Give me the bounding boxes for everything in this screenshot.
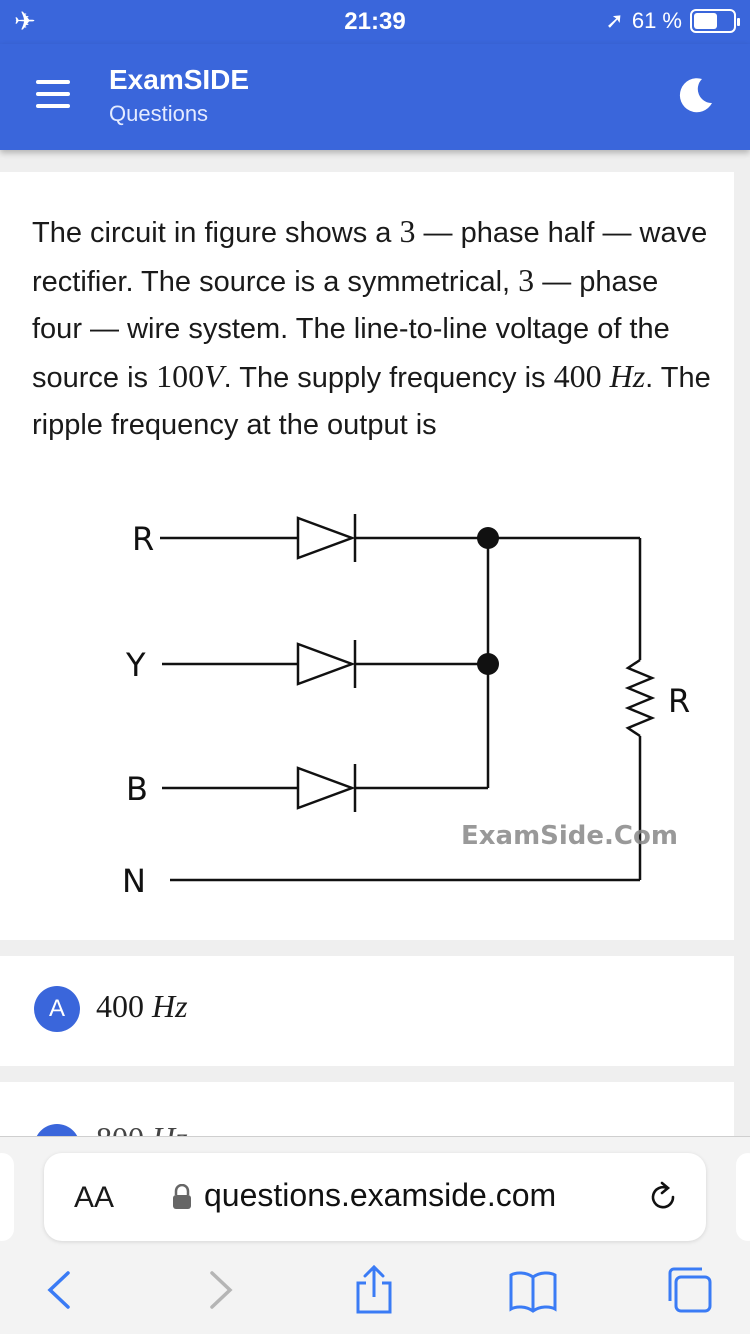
location-icon: ➚ <box>605 8 624 33</box>
battery-icon <box>690 9 740 33</box>
dark-mode-moon-icon[interactable] <box>676 75 716 115</box>
option-text: 400 Hz <box>96 988 188 1024</box>
tabs-icon[interactable] <box>664 1265 714 1315</box>
browser-toolbar: AA questions.examside.com <box>0 1136 750 1334</box>
reader-aa-button[interactable]: AA <box>74 1181 115 1214</box>
brand-title[interactable]: ExamSIDE <box>109 64 250 95</box>
address-bar[interactable]: AA questions.examside.com <box>44 1153 706 1241</box>
label-n: N <box>122 862 146 900</box>
option-a[interactable]: A 400 Hz <box>0 956 734 1066</box>
junction-dot <box>477 527 499 549</box>
lock-icon <box>173 1184 191 1209</box>
label-y: Y <box>125 646 146 684</box>
label-b: B <box>126 770 148 808</box>
battery-text: 61 % <box>631 8 682 33</box>
airplane-wifi-icon: ✈ ︎ <box>14 6 44 36</box>
question-text: The circuit in figure shows a 3 — phase … <box>32 213 711 441</box>
url-text[interactable]: questions.examside.com <box>204 1177 557 1213</box>
label-r: R <box>132 520 154 558</box>
circuit-diagram: R Y B N R ExamSide.Com <box>122 514 690 900</box>
option-letter: A <box>34 986 80 1032</box>
status-time: 21:39 <box>344 8 406 35</box>
bookmarks-icon[interactable] <box>508 1265 558 1315</box>
forward-icon[interactable] <box>200 1265 240 1315</box>
status-right: ➚ 61 % <box>605 8 740 34</box>
question-card: The circuit in figure shows a 3 — phase … <box>0 172 734 940</box>
label-load: R <box>668 682 690 720</box>
share-icon[interactable] <box>352 1265 396 1315</box>
watermark: ExamSide.Com <box>461 821 678 851</box>
next-tab-edge <box>736 1153 750 1241</box>
app-header: ExamSIDE Questions <box>0 44 750 150</box>
status-bar: ✈ ︎ 21:39 ➚ 61 % <box>0 0 750 44</box>
brand-subtitle: Questions <box>109 101 209 126</box>
prev-tab-edge <box>0 1153 14 1241</box>
back-icon[interactable] <box>40 1265 80 1315</box>
menu-icon[interactable] <box>36 80 70 108</box>
option-b[interactable]: 800 Hz <box>0 1082 734 1142</box>
reload-icon[interactable] <box>646 1180 680 1214</box>
junction-dot <box>477 653 499 675</box>
